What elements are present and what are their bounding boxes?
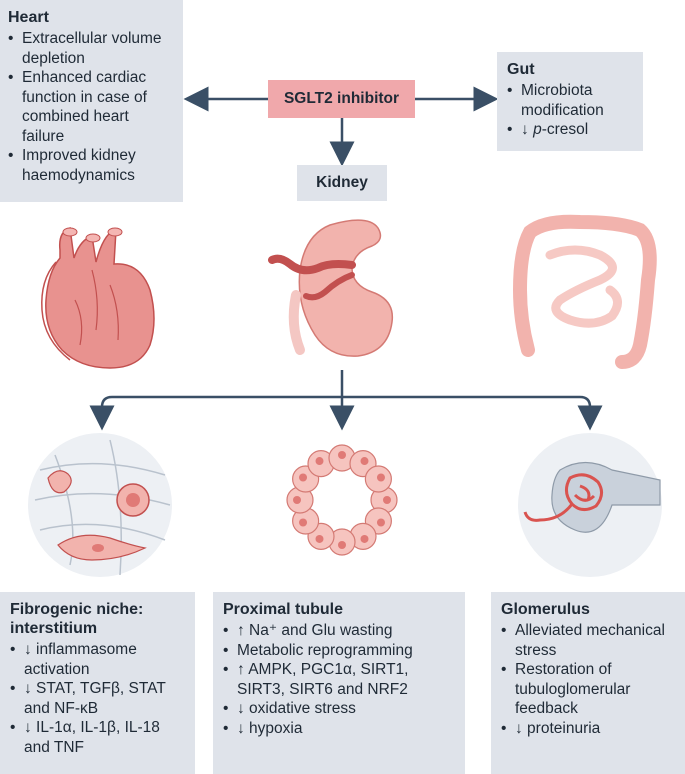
- fibrogenic-item: ↓ IL-1α, IL-1β, IL-18 and TNF: [10, 718, 187, 757]
- tubule-cell-nucleus: [299, 518, 308, 527]
- kidney-branch-arrows: [89, 370, 603, 431]
- heart-title: Heart: [8, 9, 49, 26]
- tubule-cell-nucleus: [338, 451, 346, 459]
- proximal-item: ↑ AMPK, PGC1α, SIRT1, SIRT3, SIRT6 and N…: [223, 660, 457, 699]
- glomerulus-illustration: [518, 433, 662, 577]
- tubule-cell-nucleus: [360, 534, 369, 543]
- glomerulus-box: Glomerulus Alleviated mechanical stress …: [491, 592, 685, 774]
- glomerulus-item: Alleviated mechanical stress: [501, 621, 677, 660]
- gut-box: Gut Microbiota modification ↓ p-cresol: [497, 52, 643, 151]
- fibrogenic-niche-title: Fibrogenic niche: interstitium: [10, 601, 144, 637]
- fibrogenic-item: ↓ inflammasome activation: [10, 640, 187, 679]
- heart-illustration: [41, 227, 155, 369]
- proximal-list: ↑ Na⁺ and Glu wasting Metabolic reprogra…: [223, 621, 457, 738]
- fibrogenic-list: ↓ inflammasome activation ↓ STAT, TGFβ, …: [10, 640, 187, 757]
- glomerulus-list: Alleviated mechanical stress Restoration…: [501, 621, 677, 738]
- sglt2-inhibitor-label: SGLT2 inhibitor: [268, 80, 415, 118]
- glomerulus-item: Restoration of tubuloglomerular feedback: [501, 660, 677, 719]
- glomerulus-title: Glomerulus: [501, 601, 590, 618]
- heart-box: Heart Extracellular volume depletion Enh…: [0, 0, 183, 202]
- gut-item: ↓ p-cresol: [507, 120, 635, 140]
- fibrogenic-niche-box: Fibrogenic niche: interstitium ↓ inflamm…: [0, 592, 195, 774]
- heart-item: Improved kidney haemodynamics: [8, 146, 175, 185]
- tubule-cell-nucleus: [299, 473, 308, 482]
- heart-item: Extracellular volume depletion: [8, 29, 175, 68]
- tubule-cell-nucleus: [376, 473, 385, 482]
- gut-item: Microbiota modification: [507, 81, 635, 120]
- fibrogenic-niche-illustration: [28, 433, 172, 577]
- proximal-item: ↑ Na⁺ and Glu wasting: [223, 621, 457, 641]
- kidney-illustration: [268, 219, 394, 357]
- gut-illustration: [512, 214, 657, 369]
- proximal-item: Metabolic reprogramming: [223, 641, 457, 661]
- proximal-tubule-box: Proximal tubule ↑ Na⁺ and Glu wasting Me…: [213, 592, 465, 774]
- tubule-cell-nucleus: [315, 457, 324, 466]
- proximal-tubule-title: Proximal tubule: [223, 601, 344, 618]
- heart-list: Extracellular volume depletion Enhanced …: [8, 29, 175, 185]
- kidney-label: Kidney: [297, 165, 387, 201]
- gut-title: Gut: [507, 61, 535, 78]
- proximal-item: ↓ oxidative stress: [223, 699, 457, 719]
- tubule-cell-nucleus: [376, 518, 385, 527]
- tubule-cell-nucleus: [315, 534, 324, 543]
- gut-list: Microbiota modification ↓ p-cresol: [507, 81, 635, 140]
- fibrogenic-item: ↓ STAT, TGFβ, STAT and NF-κB: [10, 679, 187, 718]
- tubule-cell-nucleus: [293, 496, 301, 504]
- glomerulus-item: ↓ proteinuria: [501, 719, 677, 739]
- tubule-cell-nucleus: [338, 541, 346, 549]
- heart-item: Enhanced cardiac function in case of com…: [8, 68, 175, 146]
- tubule-cell-nucleus: [360, 457, 369, 466]
- tubule-cell-nucleus: [383, 496, 391, 504]
- proximal-item: ↓ hypoxia: [223, 719, 457, 739]
- proximal-tubule-illustration: [286, 444, 398, 556]
